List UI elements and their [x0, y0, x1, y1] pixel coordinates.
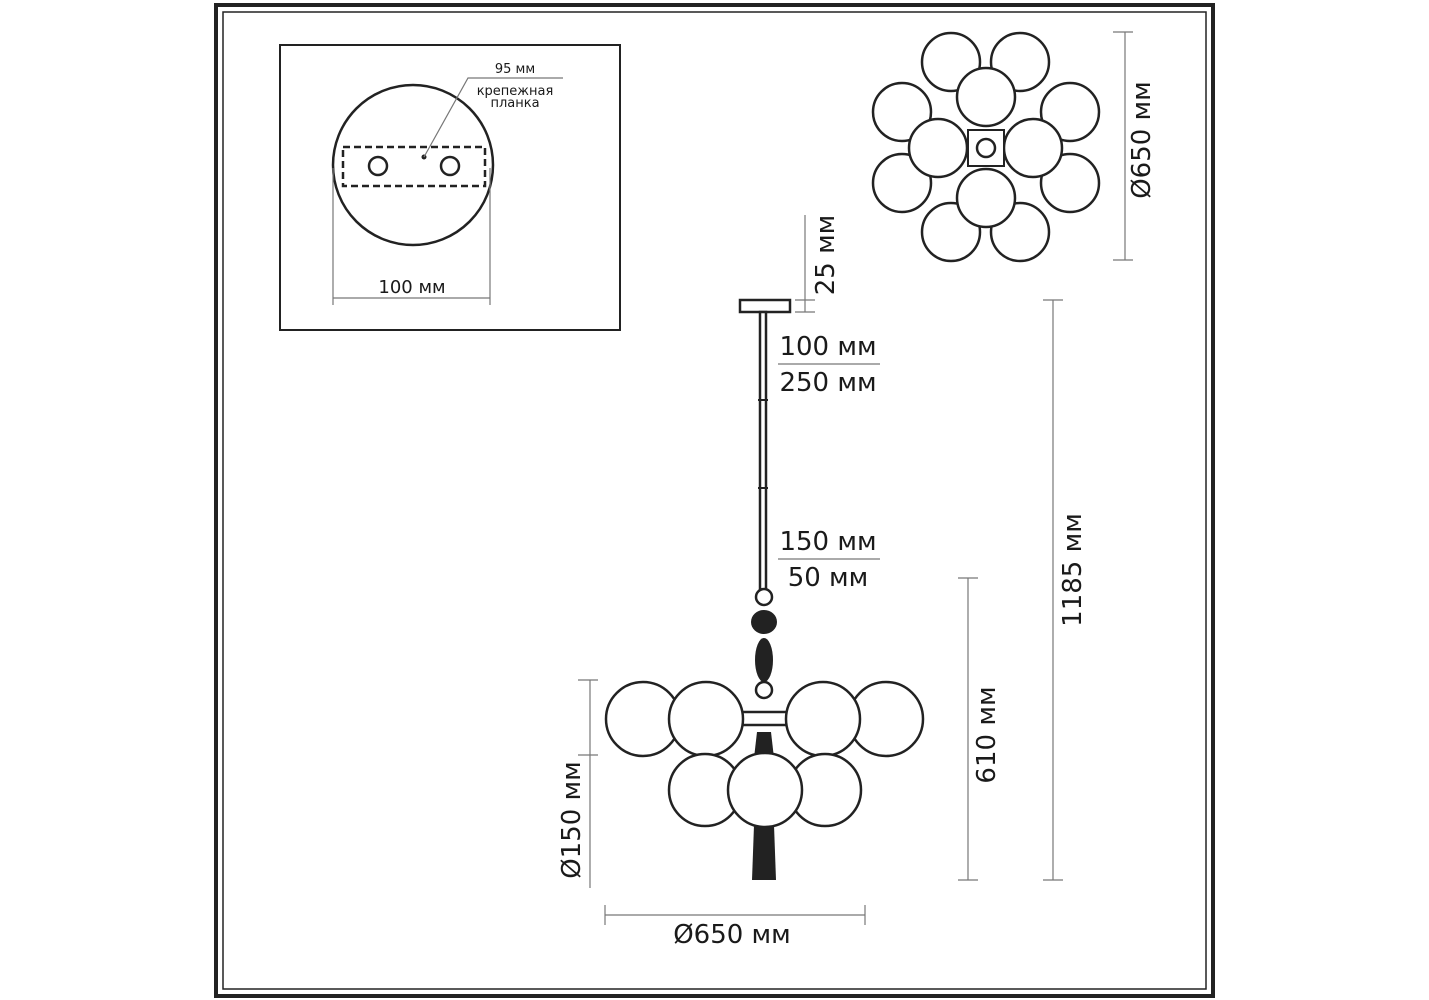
- plate-name-line1: крепежная: [477, 84, 554, 99]
- top-diameter-label: Ø650 мм: [1127, 81, 1157, 199]
- leader-line: [423, 77, 563, 158]
- plate-width-label: 95 мм: [495, 62, 535, 77]
- canopy-circle: [331, 83, 495, 247]
- total-height-label: 1185 мм: [1058, 513, 1088, 627]
- rod-lower-label-2: 50 мм: [788, 563, 869, 593]
- crossbar: [738, 710, 792, 727]
- top-view: Ø650 мм: [871, 31, 1157, 263]
- screw-hole: [439, 155, 461, 177]
- side-view: 25 мм 100 мм 250 мм 150 мм 50 мм Ø150 мм…: [557, 215, 1088, 950]
- canopy: [738, 298, 792, 314]
- body-diameter-label: Ø650 мм: [673, 920, 791, 950]
- screw-hole: [367, 155, 389, 177]
- globe-diameter-label: Ø150 мм: [557, 761, 587, 879]
- outer-frame: [214, 3, 1215, 998]
- inner-frame: [222, 11, 1207, 990]
- rod-upper-label-1: 100 мм: [779, 332, 876, 362]
- plate-name-line2: планка: [490, 96, 539, 111]
- rod-upper-label-2: 250 мм: [779, 368, 876, 398]
- mounting-bar: [341, 145, 487, 188]
- body-height-label: 610 мм: [972, 686, 1002, 783]
- rod-lower-label-1: 150 мм: [779, 527, 876, 557]
- rod: [758, 310, 768, 596]
- canopy-height-label: 25 мм: [811, 215, 841, 296]
- canopy-diameter-label: 100 мм: [378, 277, 445, 298]
- mounting-plate-inset: 95 мм крепежная планка 100 мм: [279, 44, 621, 331]
